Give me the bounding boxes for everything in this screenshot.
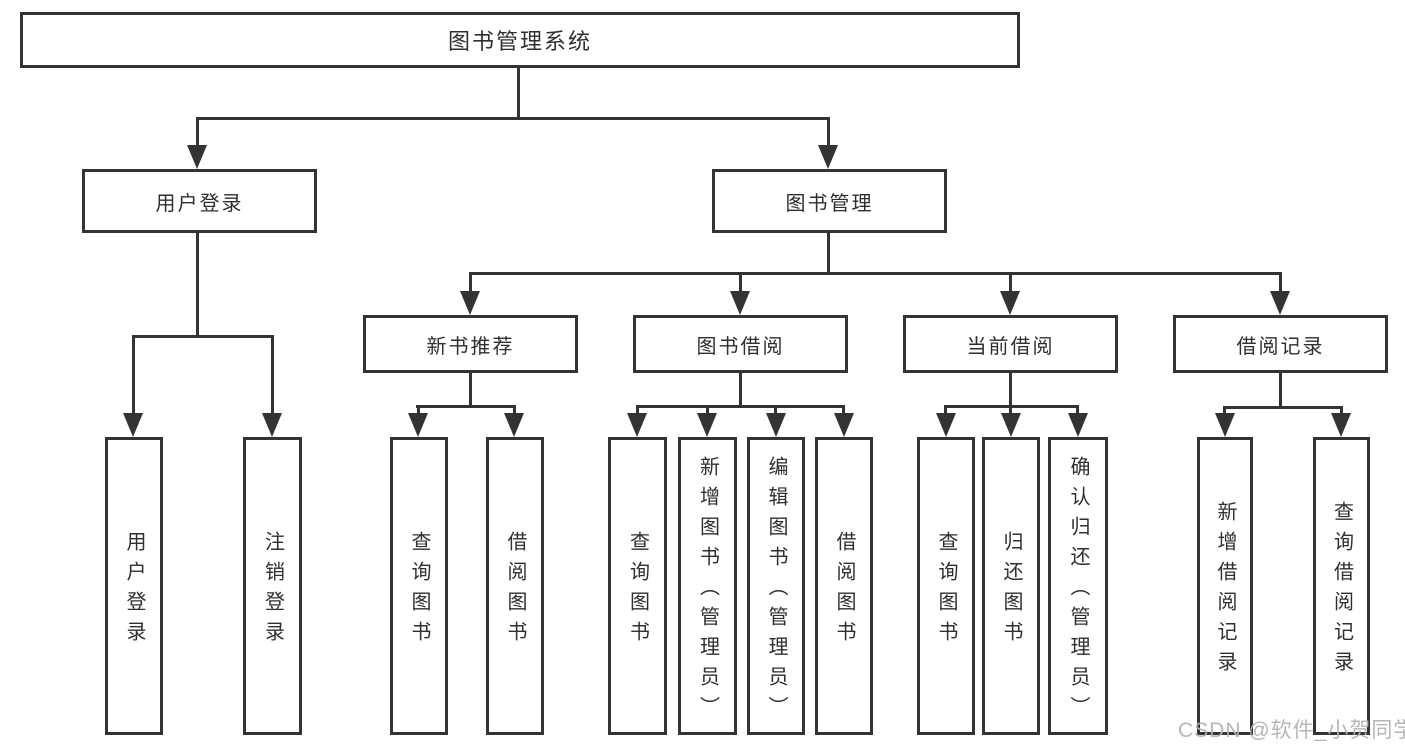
leaf-query-book-2-label: 查询图书: [626, 531, 649, 651]
leaf-query-book-2: 查询图书: [608, 437, 667, 735]
connector-line: [827, 233, 830, 275]
connector-line: [132, 335, 274, 338]
arrow-down-icon: [818, 145, 838, 169]
leaf-query-book-3: 查询图书: [917, 437, 975, 735]
arrow-down-icon: [262, 413, 282, 437]
leaf-borrow-book-1: 借阅图书: [486, 437, 544, 735]
arrow-down-icon: [123, 413, 143, 437]
arrow-down-icon: [504, 413, 524, 437]
connector-line: [197, 117, 830, 120]
leaf-confirm-return-admin: 确认归还（管理员）: [1048, 437, 1108, 735]
arrow-down-icon: [766, 413, 786, 437]
leaf-confirm-return-admin-label: 确认归还（管理员）: [1067, 456, 1089, 726]
leaf-borrow-book-2-label: 借阅图书: [833, 531, 855, 651]
arrow-down-icon: [187, 145, 207, 169]
connector-line: [132, 335, 135, 415]
arrow-down-icon: [1215, 413, 1235, 437]
connector-line: [196, 117, 199, 147]
arrow-down-icon: [1331, 413, 1351, 437]
leaf-return-book-label: 归还图书: [1000, 531, 1022, 651]
connector-line: [636, 405, 845, 408]
leaf-add-borrow-record: 新增借阅记录: [1197, 437, 1253, 735]
arrow-down-icon: [730, 291, 750, 315]
arrow-down-icon: [408, 413, 428, 437]
leaf-borrow-book-1-label: 借阅图书: [504, 531, 526, 651]
node-current-borrow: 当前借阅: [903, 315, 1118, 373]
connector-line: [271, 335, 274, 415]
node-new-book-recommend-label: 新书推荐: [426, 335, 515, 358]
connector-line: [1279, 373, 1282, 408]
connector-line: [1340, 406, 1343, 415]
connector-line: [945, 405, 1079, 408]
arrow-down-icon: [1001, 413, 1021, 437]
connector-line: [1009, 272, 1012, 293]
node-book-borrow-label: 图书借阅: [696, 335, 785, 358]
root-node-library-system: 图书管理系统: [20, 12, 1020, 68]
arrow-down-icon: [1270, 291, 1290, 315]
leaf-query-book-1: 查询图书: [390, 437, 448, 735]
connector-line: [774, 405, 777, 415]
node-user-login: 用户登录: [82, 169, 317, 233]
leaf-add-borrow-record-label: 新增借阅记录: [1214, 501, 1236, 681]
connector-line: [1279, 272, 1282, 293]
node-user-login-label: 用户登录: [155, 192, 244, 215]
leaf-user-login-label: 用户登录: [123, 531, 145, 651]
leaf-query-book-1-label: 查询图书: [408, 531, 430, 651]
leaf-logout-label: 注销登录: [261, 531, 284, 651]
csdn-watermark: CSDN @软件_小贺同学: [1178, 719, 1405, 742]
connector-line: [944, 405, 947, 415]
connector-line: [469, 272, 1282, 275]
node-book-borrow: 图书借阅: [633, 315, 848, 373]
leaf-add-book-admin-label: 新增图书（管理员）: [696, 456, 719, 726]
leaf-query-book-3-label: 查询图书: [935, 531, 957, 651]
leaf-query-borrow-record-label: 查询借阅记录: [1330, 501, 1353, 681]
leaf-logout: 注销登录: [243, 437, 302, 735]
leaf-return-book: 归还图书: [982, 437, 1040, 735]
leaf-borrow-book-2: 借阅图书: [815, 437, 873, 735]
leaf-edit-book-admin: 编辑图书（管理员）: [747, 437, 805, 735]
arrow-down-icon: [697, 413, 717, 437]
connector-line: [1009, 405, 1012, 415]
connector-line: [842, 405, 845, 415]
leaf-edit-book-admin-label: 编辑图书（管理员）: [765, 456, 787, 726]
connector-line: [196, 233, 199, 338]
connector-line: [469, 373, 472, 407]
connector-line: [517, 68, 520, 120]
leaf-add-book-admin: 新增图书（管理员）: [678, 437, 737, 735]
connector-line: [827, 117, 830, 147]
arrow-down-icon: [627, 413, 647, 437]
node-borrow-records-label: 借阅记录: [1236, 335, 1325, 358]
connector-line: [1223, 406, 1226, 415]
arrow-down-icon: [460, 291, 480, 315]
arrow-down-icon: [1068, 413, 1088, 437]
node-new-book-recommend: 新书推荐: [363, 315, 578, 373]
arrow-down-icon: [834, 413, 854, 437]
connector-line: [739, 373, 742, 407]
leaf-query-borrow-record: 查询借阅记录: [1313, 437, 1370, 735]
root-node-label: 图书管理系统: [447, 29, 592, 54]
leaf-user-login: 用户登录: [105, 437, 163, 735]
node-book-management: 图书管理: [712, 169, 947, 233]
connector-line: [1224, 406, 1342, 409]
connector-line: [636, 405, 639, 415]
arrow-down-icon: [1000, 291, 1020, 315]
connector-line: [706, 405, 709, 415]
node-current-borrow-label: 当前借阅: [966, 335, 1055, 358]
arrow-down-icon: [936, 413, 956, 437]
connector-line: [469, 272, 472, 293]
node-borrow-records: 借阅记录: [1173, 315, 1388, 373]
node-book-management-label: 图书管理: [785, 192, 874, 215]
connector-line: [1009, 373, 1012, 407]
connector-line: [417, 405, 420, 415]
connector-line: [513, 405, 516, 415]
connector-line: [739, 272, 742, 293]
connector-line: [416, 405, 516, 408]
connector-line: [1076, 405, 1079, 415]
